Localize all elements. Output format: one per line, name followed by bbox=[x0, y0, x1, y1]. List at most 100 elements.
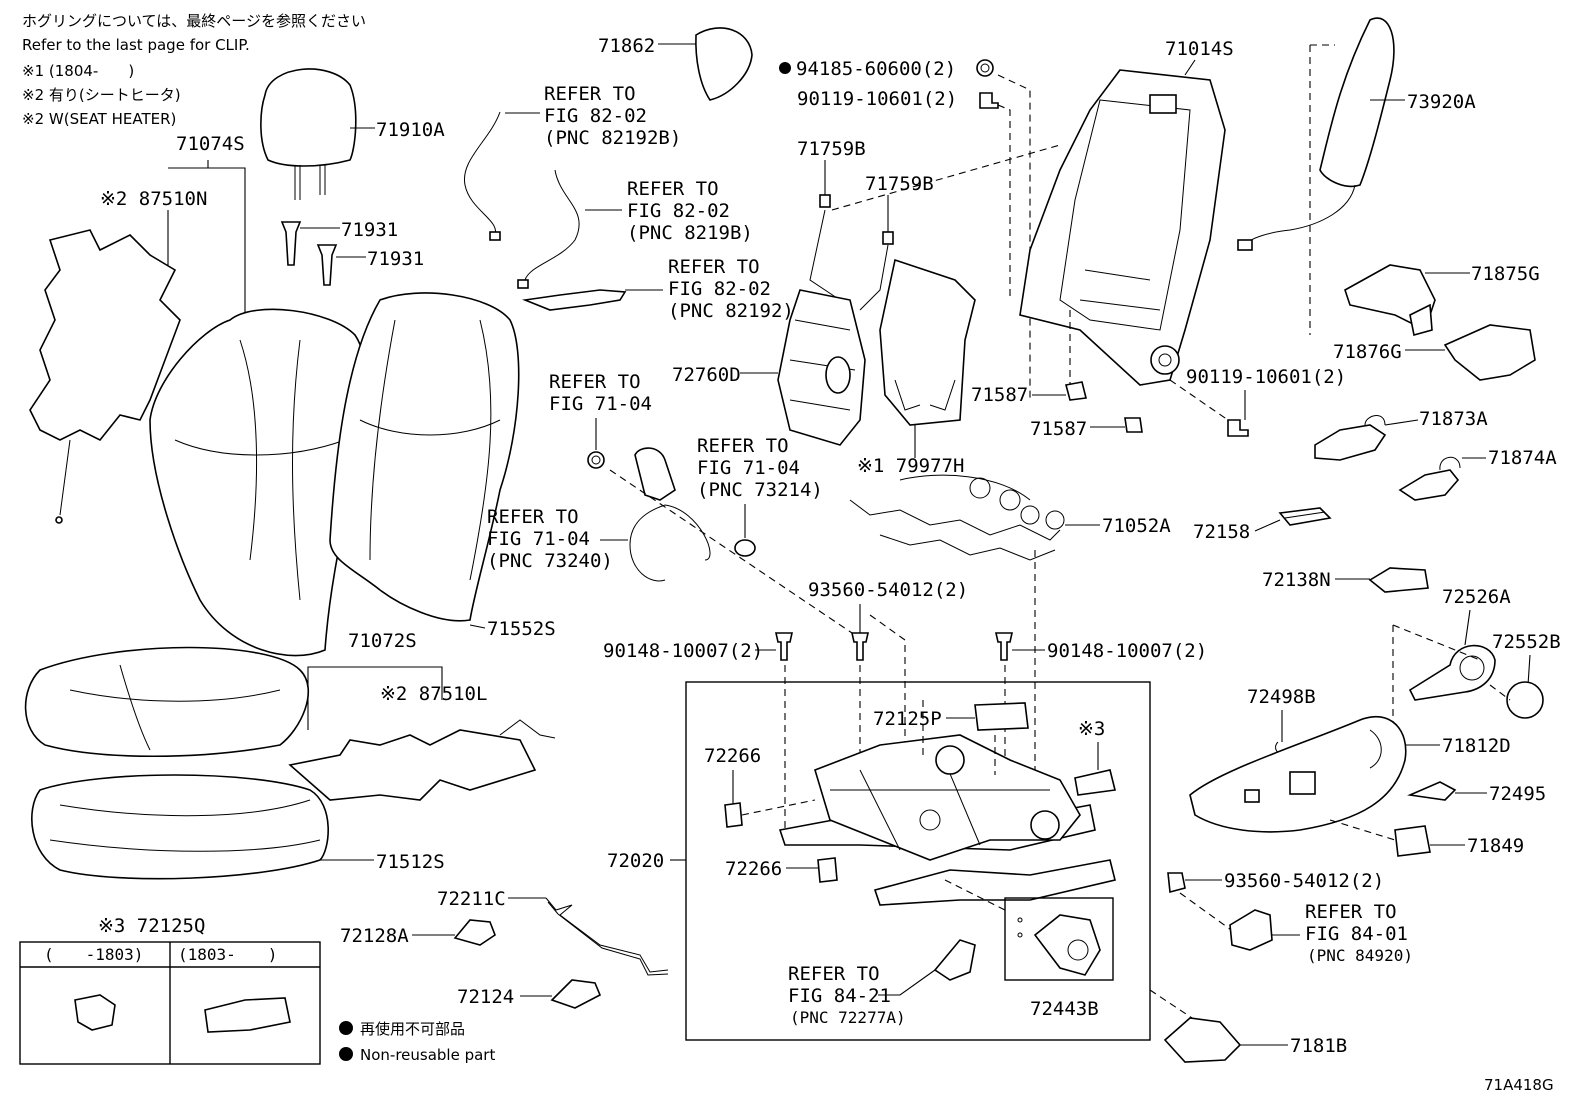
lower-left-parts-group: 72211C 72128A 72124 bbox=[340, 888, 669, 1009]
legend-jp: 再使用不可部品 bbox=[360, 1020, 465, 1038]
headrest-guide-1 bbox=[280, 221, 302, 266]
ref6-line1: REFER TO bbox=[487, 506, 579, 528]
track-bolts-group: 93560-54012(2) 90148-10007(2) 90148-1000… bbox=[603, 579, 1207, 840]
label-72495: 72495 bbox=[1489, 783, 1546, 805]
label-90119-a: 90119-10601(2) bbox=[797, 88, 957, 110]
label-71876G: 71876G bbox=[1333, 341, 1402, 363]
label-72125Q: ※3 72125Q bbox=[98, 915, 205, 937]
label-87510L: ※2 87510L bbox=[380, 683, 487, 705]
label-72552B: 72552B bbox=[1492, 631, 1561, 653]
ref5-line1: REFER TO bbox=[697, 435, 789, 457]
harness-group: REFER TO FIG 82-02 (PNC 82192B) REFER TO… bbox=[463, 83, 794, 322]
label-71931-b: 71931 bbox=[367, 248, 424, 270]
label-71074S: 71074S bbox=[176, 133, 245, 155]
ref1-line2: FIG 82-02 bbox=[544, 105, 647, 127]
inset-col2-header: (1803- ) bbox=[178, 945, 277, 964]
label-93560-a: 93560-54012(2) bbox=[808, 579, 968, 601]
seatback-cover-group: 71074S ※2 87510N bbox=[29, 133, 368, 657]
label-71910A: 71910A bbox=[376, 119, 445, 141]
seatback-heater-shape bbox=[29, 229, 181, 442]
ref8-line1: REFER TO bbox=[788, 963, 880, 985]
ref3-line2: FIG 82-02 bbox=[668, 278, 771, 300]
clip-old-shape bbox=[74, 994, 116, 1031]
label-90119-b: 90119-10601(2) bbox=[1186, 366, 1346, 388]
side-shield-group: 72526A 72552B 72498B 71812D 72495 71849 bbox=[1189, 586, 1561, 857]
spring-71052A-group: 71052A bbox=[849, 474, 1171, 775]
seatback-cover-shape bbox=[149, 308, 368, 657]
label-87510N: ※2 87510N bbox=[100, 188, 207, 210]
label-71875G: 71875G bbox=[1471, 263, 1540, 285]
label-72125P: 72125P bbox=[873, 708, 942, 730]
label-72211C: 72211C bbox=[437, 888, 506, 910]
label-72124: 72124 bbox=[457, 986, 514, 1008]
headrest-group: 71910A 71931 71931 bbox=[260, 68, 445, 286]
cushion-pad-group: 71512S bbox=[31, 774, 445, 880]
lumbar-group: 71759B 71759B 72760D ※1 79977H bbox=[672, 138, 1061, 477]
buckle-shape bbox=[634, 447, 676, 501]
label-71873A: 71873A bbox=[1419, 408, 1488, 430]
legend: 再使用不可部品 Non-reusable part bbox=[339, 1020, 495, 1064]
cover-71873A-shape bbox=[1314, 424, 1387, 461]
cushion-pad-shape bbox=[31, 774, 329, 880]
label-71812D: 71812D bbox=[1442, 735, 1511, 757]
note-clip-jp: ホグリングについては、最終ページを参照ください bbox=[22, 12, 366, 30]
ref6-line2: FIG 71-04 bbox=[487, 528, 590, 550]
label-71931-a: 71931 bbox=[341, 219, 398, 241]
label-71759B-a: 71759B bbox=[797, 138, 866, 160]
ref6-line3: (PNC 73240) bbox=[487, 550, 613, 572]
ref5-line2: FIG 71-04 bbox=[697, 457, 800, 479]
ref5-line3: (PNC 73214) bbox=[697, 479, 823, 501]
label-71052A: 71052A bbox=[1102, 515, 1171, 537]
track-box-group: 72020 72125P ※3 72266 72266 72443B bbox=[607, 681, 1151, 1041]
track-detail-box bbox=[685, 681, 1151, 1041]
inset-col1-header: ( -1803) bbox=[44, 945, 143, 964]
ref8-line2: FIG 84-21 bbox=[788, 985, 891, 1007]
cover-71876G-shape bbox=[1443, 324, 1536, 381]
label-72443B: 72443B bbox=[1030, 998, 1099, 1020]
frame-71014S-group: 71014S bbox=[1019, 38, 1234, 386]
headrest-guide-2 bbox=[316, 244, 338, 286]
note-2-en: ※2 W(SEAT HEATER) bbox=[22, 110, 176, 128]
label-72158: 72158 bbox=[1193, 521, 1250, 543]
label-72128A: 72128A bbox=[340, 925, 409, 947]
seatback-pad-group: 71552S bbox=[329, 292, 556, 640]
label-71849: 71849 bbox=[1467, 835, 1524, 857]
ref4-line2: FIG 71-04 bbox=[549, 393, 652, 415]
ref2-line2: FIG 82-02 bbox=[627, 200, 730, 222]
ref4-line1: REFER TO bbox=[549, 371, 641, 393]
ref8-line3: (PNC 72277A) bbox=[790, 1008, 906, 1027]
cushion-heater-shape bbox=[288, 729, 537, 801]
ref7-line3: (PNC 84920) bbox=[1307, 946, 1413, 965]
airbag-73920A-shape bbox=[1319, 17, 1395, 188]
label-93560-b: 93560-54012(2) bbox=[1224, 870, 1384, 892]
seatbelt-group: REFER TO FIG 71-04 REFER TO FIG 71-04 (P… bbox=[487, 371, 856, 636]
airbag-73920A-group: 73920A bbox=[1237, 17, 1476, 335]
ref1-line1: REFER TO bbox=[544, 83, 636, 105]
side-covers-group: 71875G 71876G 71873A 71874A bbox=[1314, 263, 1557, 501]
non-reusable-bullet-icon bbox=[779, 62, 791, 74]
label-72266-a: 72266 bbox=[704, 745, 761, 767]
board-79977H-shape bbox=[879, 258, 976, 426]
label-90148-b: 90148-10007(2) bbox=[1047, 640, 1207, 662]
label-71587-b: 71587 bbox=[1030, 418, 1087, 440]
frame-71014S-shape bbox=[1019, 69, 1226, 386]
label-72760D: 72760D bbox=[672, 364, 741, 386]
label-72266-b: 72266 bbox=[725, 858, 782, 880]
track-rail-2-shape bbox=[873, 859, 1116, 906]
label-7181B: 7181B bbox=[1290, 1035, 1347, 1057]
label-90148-a: 90148-10007(2) bbox=[603, 640, 763, 662]
small-parts-right-group: 72158 72138N bbox=[1193, 507, 1429, 593]
label-72020: 72020 bbox=[607, 850, 664, 872]
label-71552S: 71552S bbox=[487, 618, 556, 640]
lower-right-group: 93560-54012(2) REFER TO FIG 84-01 (PNC 8… bbox=[1149, 870, 1413, 1063]
ref2-line3: (PNC 8219B) bbox=[627, 222, 753, 244]
clips-71587-group: 71587 71587 90119-10601(2) bbox=[971, 310, 1346, 440]
diagram-code: 71A418G bbox=[1484, 1076, 1554, 1094]
cushion-cover-group: 71072S ※2 87510L bbox=[24, 630, 556, 801]
ref2-line1: REFER TO bbox=[627, 178, 719, 200]
clip-new-shape bbox=[204, 997, 291, 1033]
ref3-line3: (PNC 82192) bbox=[668, 300, 794, 322]
headrest-shape bbox=[260, 68, 357, 167]
label-71512S: 71512S bbox=[376, 851, 445, 873]
legend-bullet-icon-2 bbox=[339, 1047, 353, 1061]
